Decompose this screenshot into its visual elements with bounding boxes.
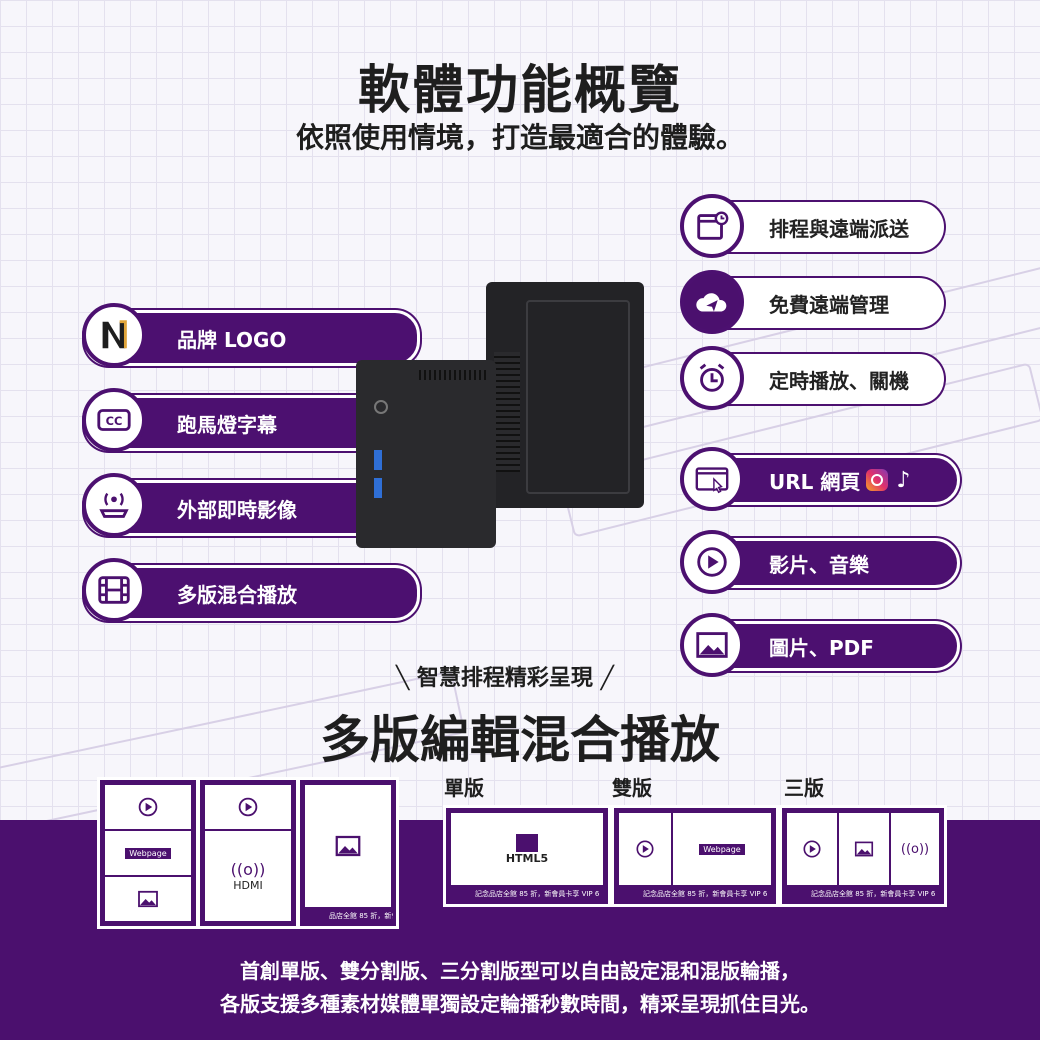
- feature-label: 外部即時影像: [177, 497, 297, 522]
- slash-decoration: ╲: [396, 666, 417, 691]
- html5-cell: HTML5: [449, 811, 605, 887]
- slash-decoration: ╱: [592, 666, 614, 691]
- feature-label: 圖片、PDF: [769, 635, 874, 660]
- layout-vertical-dual: ((o))HDMI: [200, 780, 296, 926]
- media-player-device-front: [356, 360, 496, 548]
- ticker-text: 品店全館 85 折，新會員: [303, 909, 393, 923]
- hdmi-label: HDMI: [233, 879, 263, 892]
- hdmi-cell: ((o))HDMI: [203, 829, 293, 923]
- feature-label: 定時播放、關機: [769, 368, 909, 393]
- feature-label: 免費遠端管理: [769, 292, 889, 317]
- alarm-clock-icon: [680, 346, 744, 410]
- layout-triple: ((o)) 記念品店全館 85 折，新會員卡享 VIP 6: [782, 808, 944, 904]
- section-tag-text: 智慧排程精彩呈現: [416, 666, 593, 691]
- image-icon: [303, 783, 393, 909]
- ticker-text: 記念品店全館 85 折，新會員卡享 VIP 6: [449, 887, 605, 901]
- mode-triple-label: 三版: [784, 776, 824, 800]
- hdmi-signal-icon: ((o)): [230, 860, 266, 879]
- image-icon: [837, 811, 891, 887]
- layout-vertical-single: 品店全館 85 折，新會員: [300, 780, 396, 926]
- section-title: 多版編輯混合播放: [320, 711, 720, 769]
- ticker-text: 記念品店全館 85 折，新會員卡享 VIP 6: [785, 887, 941, 901]
- feature-label: 品牌 LOGO: [177, 327, 287, 352]
- play-icon: [680, 530, 744, 594]
- tiktok-icon: ♪: [896, 467, 911, 493]
- media-player-device-rear: [486, 282, 644, 508]
- play-icon: [103, 783, 193, 831]
- html5-file-icon: [516, 833, 538, 852]
- feature-label: 影片、音樂: [769, 552, 869, 577]
- feature-multi-layout: 多版混合播放: [84, 565, 420, 621]
- image-icon: [680, 613, 744, 677]
- hdmi-signal-icon: ((o)): [889, 811, 941, 887]
- page-subtitle: 依照使用情境，打造最適合的體驗。: [295, 121, 744, 154]
- svg-text:CC: CC: [106, 414, 123, 428]
- play-icon: [203, 783, 293, 831]
- cc-icon: CC: [82, 388, 146, 452]
- mode-single-label: 單版: [444, 776, 484, 800]
- layout-dual: Webpage 記念品店全館 85 折，新會員卡享 VIP 6: [614, 808, 776, 904]
- feature-label: 排程與遠端派送: [769, 216, 909, 241]
- section-tag: ╲ 智慧排程精彩呈現 ╱: [396, 660, 614, 692]
- play-icon: [617, 811, 673, 887]
- footer-line-2: 各版支援多種素材媒體單獨設定輪播秒數時間，精采呈現抓住目光。: [220, 992, 820, 1016]
- html5-label: HTML5: [505, 851, 549, 865]
- brand-n-logo-icon: [82, 303, 146, 367]
- webpage-cell: Webpage: [103, 829, 193, 877]
- cloud-send-icon: [680, 270, 744, 334]
- hdmi-signal-icon: [82, 473, 146, 537]
- webpage-cell: Webpage: [671, 811, 773, 887]
- instagram-icon: [866, 469, 889, 491]
- feature-label: URL 網頁: [769, 469, 861, 494]
- image-icon: [103, 875, 193, 923]
- layout-single: HTML5 記念品店全館 85 折，新會員卡享 VIP 6: [446, 808, 608, 904]
- ticker-text: 記念品店全館 85 折，新會員卡享 VIP 6: [617, 887, 773, 901]
- webpage-label: Webpage: [699, 843, 745, 855]
- footer-line-1: 首創單版、雙分割版、三分割版型可以自由設定混和混版輪播，: [240, 959, 800, 983]
- layout-vertical-triple: Webpage: [100, 780, 196, 926]
- page-title: 軟體功能概覽: [357, 61, 682, 121]
- mode-dual-label: 雙版: [612, 776, 652, 800]
- webpage-label: Webpage: [125, 847, 171, 859]
- play-icon: [785, 811, 839, 887]
- film-grid-icon: [82, 558, 146, 622]
- webpage-cursor-icon: [680, 447, 744, 511]
- feature-label: 多版混合播放: [177, 582, 297, 607]
- feature-label: 跑馬燈字幕: [177, 412, 277, 437]
- calendar-clock-icon: [680, 194, 744, 258]
